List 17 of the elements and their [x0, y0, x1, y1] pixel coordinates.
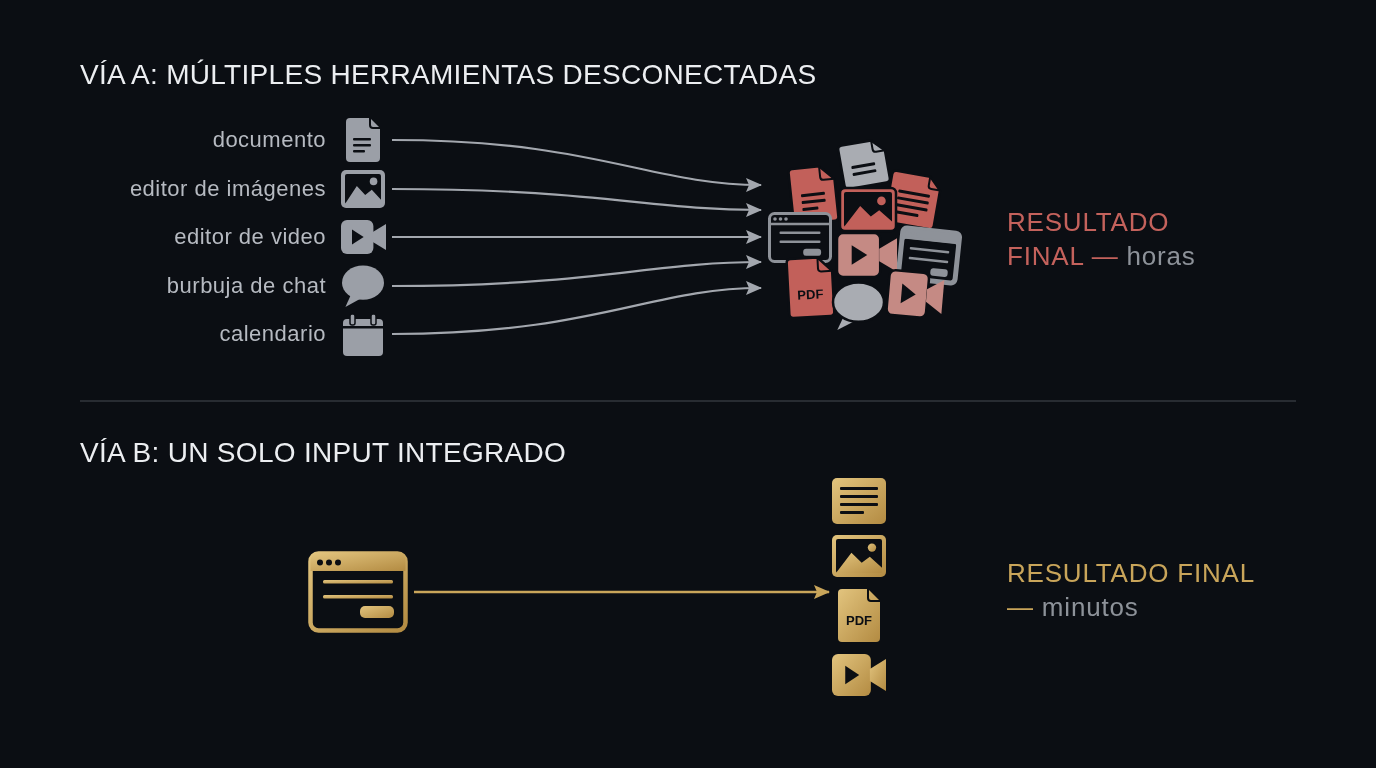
arrow	[392, 281, 762, 336]
section-heading: VÍA A: MÚLTIPLES HERRAMIENTAS DESCONECTADAS	[80, 59, 817, 91]
pdf-file-icon: PDF	[838, 589, 880, 642]
tool-label: editor de imágenes	[129, 176, 326, 202]
result-label: RESULTADO FINAL — horas	[1007, 206, 1197, 273]
arrow	[392, 187, 762, 217]
result-label: RESULTADO FINAL — minutos	[1007, 557, 1255, 624]
browser-window-icon	[308, 551, 408, 633]
arrow	[392, 138, 762, 192]
tool-label: burbuja de chat	[166, 273, 326, 299]
tool-label: documento	[212, 127, 326, 153]
arrow	[414, 585, 830, 599]
icon-pile: PDF	[764, 138, 964, 334]
tool-label: editor de video	[174, 224, 326, 250]
section-heading: VÍA B: UN SOLO INPUT INTEGRADO	[80, 437, 567, 469]
tool-label: calendario	[219, 321, 326, 347]
arrow	[392, 255, 762, 288]
